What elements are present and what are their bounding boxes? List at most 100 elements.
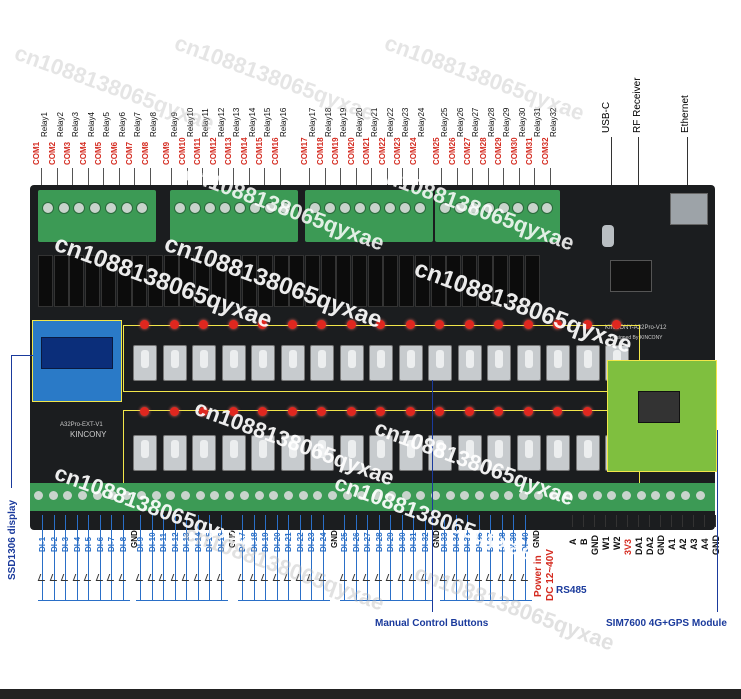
manual-toggle-switch[interactable]	[546, 345, 570, 381]
manual-toggle-switch[interactable]	[280, 345, 305, 381]
relay	[289, 255, 305, 307]
power-terminal-leader	[583, 515, 584, 527]
oled-screen	[41, 337, 113, 369]
relay-label: Relay5	[102, 112, 111, 137]
terminal-screw	[42, 202, 54, 214]
manual-toggle-switch[interactable]	[221, 435, 246, 471]
di-leader	[513, 515, 514, 601]
relay	[399, 255, 415, 307]
terminal-screw	[445, 491, 455, 500]
manual-toggle-switch[interactable]	[310, 345, 334, 381]
status-led	[435, 407, 444, 416]
relay-label: Relay1	[40, 112, 49, 137]
di-switch-symbol	[72, 574, 82, 581]
manual-toggle-switch[interactable]	[310, 435, 334, 471]
manual-toggle-switch[interactable]	[339, 345, 364, 381]
relay	[273, 255, 289, 307]
status-led	[523, 320, 533, 329]
ssd-leader-v	[11, 355, 12, 488]
input-terminal-strip	[30, 483, 715, 511]
di-leader	[367, 515, 368, 601]
di-leader	[76, 515, 78, 601]
manual-toggle-switch[interactable]	[251, 345, 275, 381]
manual-toggle-switch[interactable]	[133, 435, 157, 471]
di-switch-symbol	[49, 574, 59, 581]
manual-toggle-switch[interactable]	[162, 345, 187, 381]
manual-toggle-switch[interactable]	[575, 435, 600, 471]
terminal-screw	[195, 491, 205, 500]
relay-leader	[87, 168, 89, 190]
terminal-screw	[92, 491, 102, 500]
manual-toggle-switch[interactable]	[280, 435, 305, 471]
relay	[477, 255, 493, 307]
toggle-lever	[318, 350, 326, 368]
com-label: COM14	[239, 137, 249, 165]
terminal-screw	[166, 491, 176, 500]
manual-toggle-switch[interactable]	[192, 345, 216, 381]
relay	[53, 255, 69, 307]
sim-module-label: SIM7600 4G+GPS Module	[606, 618, 727, 629]
di-leader	[111, 515, 112, 601]
usb-c-port	[602, 225, 614, 247]
relay-label: Relay25	[440, 107, 449, 137]
terminal-screw	[104, 202, 117, 214]
ext-brand-text: KINCONY	[70, 430, 107, 439]
relay-label: Relay10	[185, 107, 195, 137]
oled-display	[32, 320, 122, 402]
di-switch-symbol	[485, 574, 496, 581]
di-leader	[344, 515, 345, 601]
status-led	[287, 407, 297, 416]
di-leader	[401, 515, 403, 601]
terminal-screw	[225, 491, 235, 500]
terminal-screw	[497, 202, 510, 214]
terminal-screw	[239, 491, 249, 500]
status-led	[553, 407, 562, 416]
relay-label: Relay30	[517, 107, 527, 137]
manual-toggle-switch[interactable]	[575, 345, 600, 381]
terminal-screw	[57, 202, 70, 214]
com-label: COM12	[208, 137, 218, 165]
manual-toggle-switch[interactable]	[457, 345, 482, 381]
manual-toggle-switch[interactable]	[398, 345, 423, 381]
manual-toggle-switch[interactable]	[369, 345, 393, 381]
terminal-screw	[342, 491, 352, 500]
toggle-lever	[377, 350, 385, 368]
terminal-screw	[636, 491, 646, 500]
terminal-screw	[210, 491, 220, 500]
manual-toggle-switch[interactable]	[487, 345, 511, 381]
manual-toggle-switch[interactable]	[369, 435, 393, 471]
manual-toggle-switch[interactable]	[221, 345, 246, 381]
manual-toggle-switch[interactable]	[339, 435, 364, 471]
di-switch-symbol	[385, 574, 396, 581]
manual-toggle-switch[interactable]	[516, 345, 541, 381]
manual-toggle-switch[interactable]	[516, 435, 541, 471]
manual-toggle-switch[interactable]	[457, 435, 482, 471]
manual-toggle-switch[interactable]	[428, 345, 452, 381]
toggle-lever	[229, 440, 238, 458]
power-terminal-leader	[660, 515, 661, 527]
relay	[179, 255, 195, 307]
relay	[116, 255, 132, 307]
toggle-lever	[465, 440, 474, 458]
power-terminal-label: DA1	[634, 536, 644, 555]
di-leader	[242, 515, 243, 601]
status-led	[169, 407, 179, 416]
terminal-screw	[48, 491, 58, 500]
manual-toggle-switch[interactable]	[133, 345, 157, 381]
manual-toggle-switch[interactable]	[251, 435, 275, 471]
status-led	[228, 320, 238, 329]
toggle-lever	[613, 350, 621, 368]
manual-toggle-switch[interactable]	[192, 435, 216, 471]
manual-toggle-switch[interactable]	[162, 435, 187, 471]
manual-toggle-switch[interactable]	[398, 435, 423, 471]
di-leader	[220, 515, 222, 601]
terminal-screw	[651, 491, 661, 500]
relay-leader	[355, 168, 357, 190]
power-terminal-label: GND	[711, 535, 721, 555]
di-leader	[163, 515, 164, 601]
manual-toggle-switch[interactable]	[546, 435, 570, 471]
relay-leader	[441, 168, 442, 190]
di-leader	[288, 515, 289, 601]
di-common-rail	[38, 600, 130, 601]
manual-toggle-switch[interactable]	[487, 435, 511, 471]
